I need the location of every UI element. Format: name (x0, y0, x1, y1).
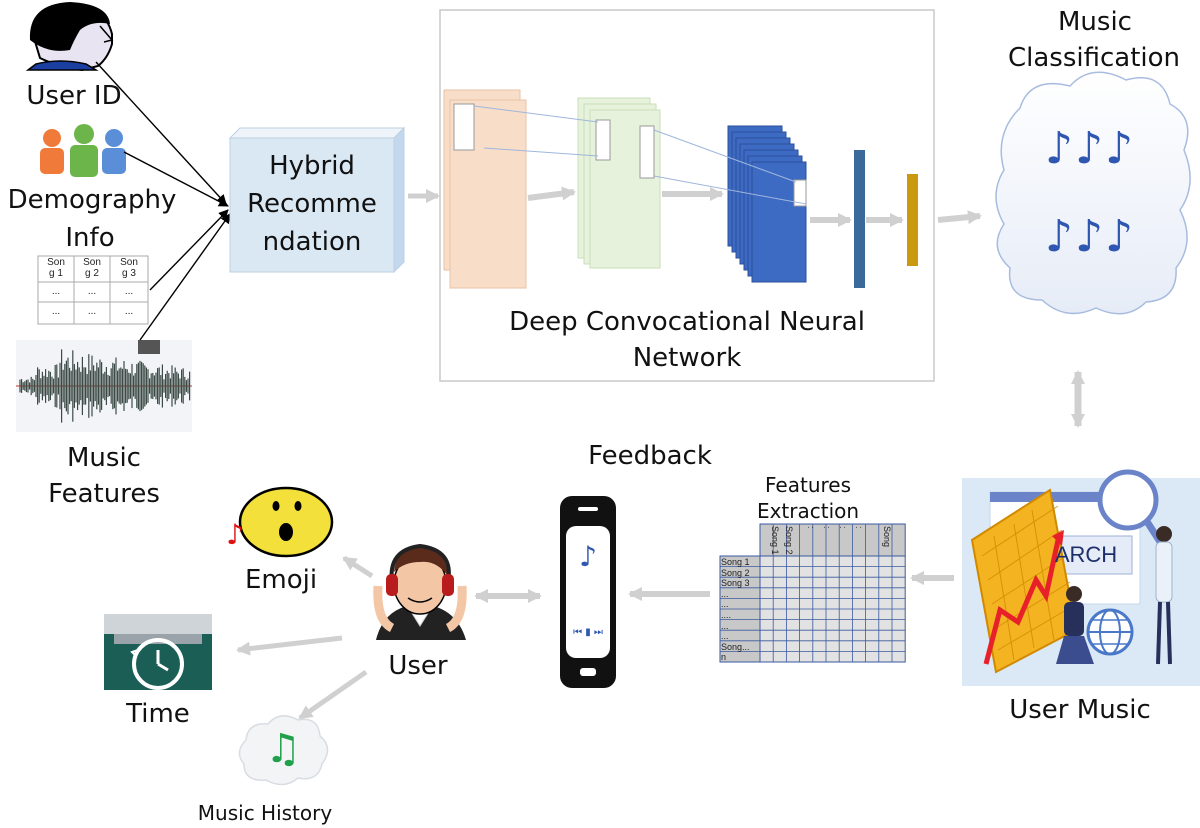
song-table-cell: ... (51, 306, 61, 317)
user-head-icon (25, 2, 114, 72)
time-clock-icon (104, 614, 212, 690)
hybrid-recommendation-box (228, 126, 406, 274)
conv-layer-3 (727, 125, 807, 283)
label-features: Features (765, 473, 851, 497)
song-table-cell: ... (51, 286, 61, 297)
label-classification-2: Classification (1007, 43, 1181, 73)
arrow-dcnn-to-classification (937, 210, 982, 225)
search-banner-text: ARCH (1054, 542, 1118, 567)
fc-layer-blue (854, 150, 865, 288)
music-notes-bottom-icon: ♪♪♪ (1044, 211, 1136, 262)
label-time: Time (126, 699, 190, 729)
song-table (37, 255, 149, 325)
conv-layer-1 (443, 89, 527, 289)
phone-icon (560, 496, 616, 688)
label-user-music: User Music (1009, 695, 1151, 725)
matrix-row-label: Song 2 (721, 567, 750, 578)
label-hybrid-1: Hybrid (269, 151, 355, 181)
label-user-id: User ID (26, 81, 122, 111)
matrix-col-label: Song 1 (770, 526, 780, 555)
matrix-row-label: Song... (721, 641, 750, 652)
label-emoji: Emoji (244, 565, 318, 595)
people-group-icon (40, 124, 126, 177)
matrix-row-label: n (721, 652, 727, 663)
feature-matrix (719, 523, 906, 663)
matrix-row-label: ... (721, 588, 729, 599)
classification-cloud (995, 71, 1191, 315)
song-table-cell: ... (87, 286, 97, 297)
dcnn-flow-arrows (527, 186, 904, 227)
label-feedback: Feedback (588, 441, 712, 471)
label-dcnn-2: Network (632, 343, 742, 373)
emoji-face-icon (238, 486, 334, 558)
user-headphones-icon (373, 543, 467, 640)
label-extraction: Extraction (756, 499, 860, 523)
label-music-features-1: Music (67, 443, 141, 473)
label-music-history: Music History (197, 801, 333, 825)
matrix-col-label: : (822, 526, 832, 529)
label-demography-info: Info (65, 223, 115, 253)
matrix-row-label: ... (721, 599, 729, 610)
fc-layer-gold (907, 174, 918, 266)
matrix-col-label: : (806, 526, 816, 529)
label-hybrid-2: Recomme (247, 189, 377, 219)
phone-music-note-icon: ♪ (579, 540, 597, 573)
label-demography: Demography (7, 185, 177, 215)
label-user: User (388, 651, 448, 681)
matrix-col-label: Song (882, 526, 892, 548)
song-table-cell: ... (124, 286, 134, 297)
label-classification-1: Music (1058, 7, 1132, 37)
song-table-cell: ... (87, 306, 97, 317)
matrix-row-label: ... (721, 620, 729, 631)
label-music-features-2: Features (48, 479, 160, 509)
matrix-row-label: Song 3 (721, 578, 750, 589)
matrix-row-label: ... (721, 631, 729, 642)
matrix-col-label: Song 2 (784, 526, 794, 555)
kernel-window (793, 179, 807, 207)
receptive-field-lines (473, 105, 807, 205)
matrix-row-label: Song 1 (721, 557, 750, 567)
song-table-cell: ... (124, 306, 134, 317)
waveform-image (16, 340, 192, 432)
matrix-col-label: : (838, 526, 848, 529)
matrix-row-label: .... (721, 610, 732, 620)
label-hybrid-3: ndation (262, 227, 362, 257)
user-output-arrows (236, 555, 374, 721)
conv-layer-2 (577, 97, 661, 269)
phone-player-controls-icon: ⏮ ▮ ⏭ (573, 627, 603, 638)
matrix-col-label: : (854, 526, 864, 529)
music-history-cloud-icon (238, 715, 329, 786)
user-music-illustration (962, 469, 1200, 686)
music-notes-top-icon: ♪♪♪ (1044, 123, 1136, 174)
emoji-music-note-icon: ♪ (226, 518, 244, 551)
label-dcnn-1: Deep Convocational Neural (509, 307, 865, 337)
music-history-note-icon: ♫ (265, 726, 301, 772)
input-arrows (95, 61, 231, 341)
